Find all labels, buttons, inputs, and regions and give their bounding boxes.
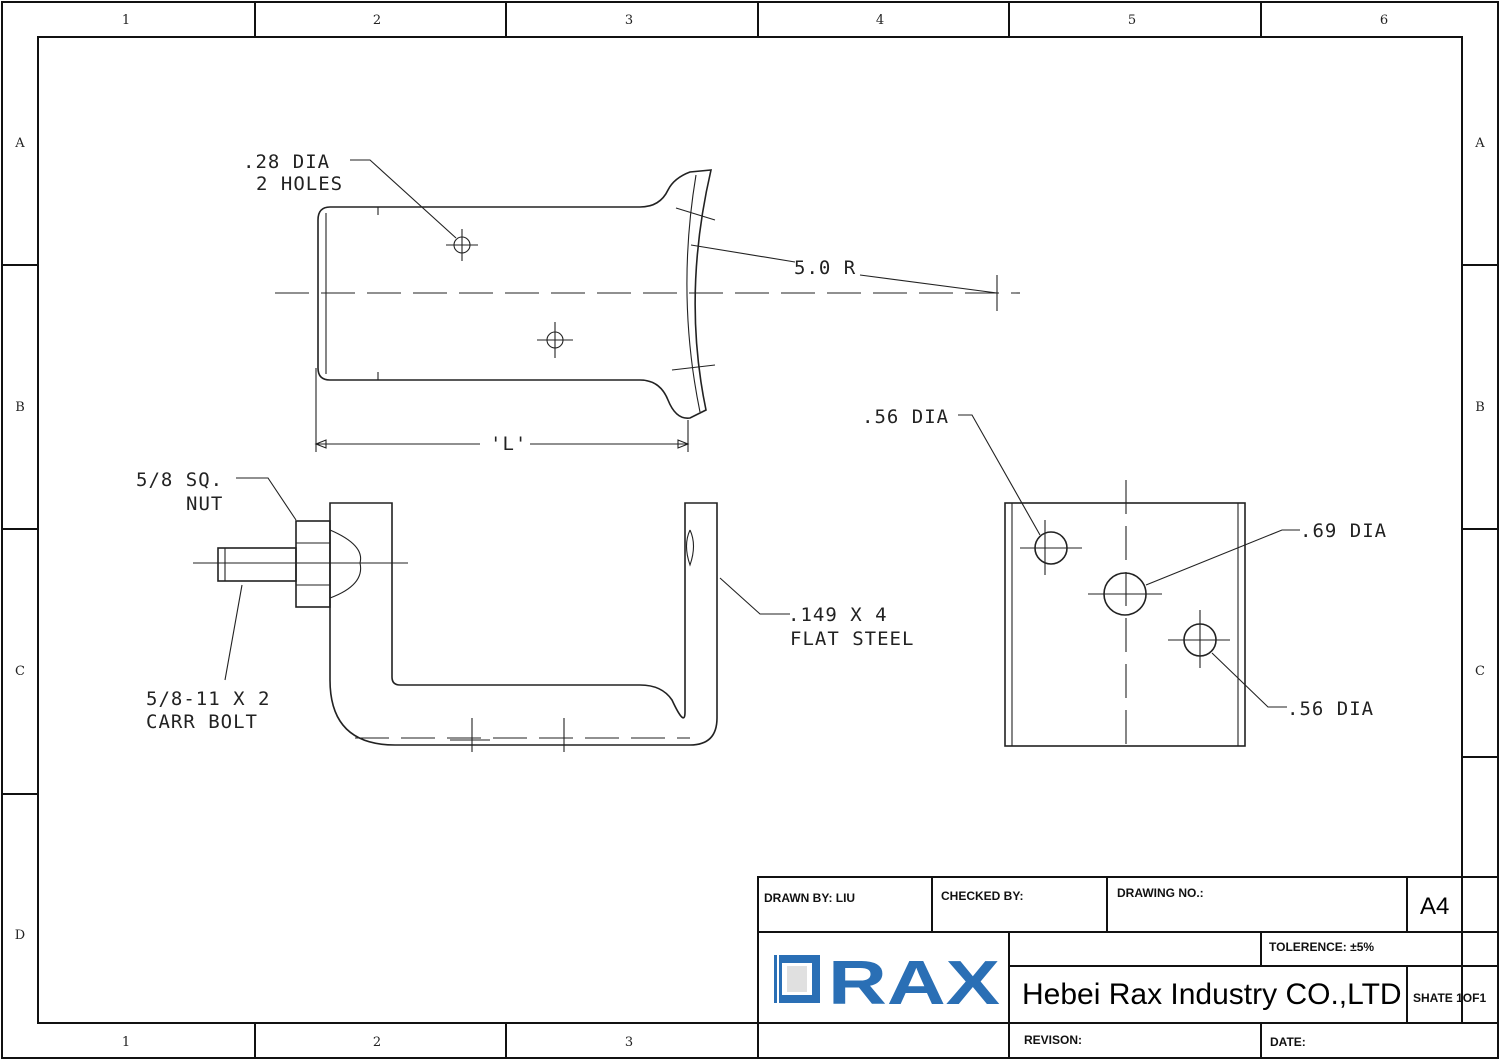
drawing-no: DRAWING NO.:	[1117, 886, 1204, 900]
length-note: 'L'	[490, 433, 527, 455]
nut-note-2: NUT	[186, 493, 223, 515]
zone-col-1: 1	[122, 13, 130, 28]
steel-note-1: .149 X 4	[788, 604, 888, 626]
plate-view	[958, 414, 1300, 755]
zone-row-a-right: A	[1474, 136, 1485, 151]
steel-note-2: FLAT STEEL	[790, 628, 914, 650]
zone-col-1-bottom: 1	[122, 1035, 130, 1050]
radius-note: 5.0 R	[794, 257, 856, 279]
title-block: DRAWN BY: LIU CHECKED BY: DRAWING NO.: A…	[757, 876, 1499, 1059]
plate-dia-center-note: .69 DIA	[1300, 520, 1387, 542]
nut-note-1: 5/8 SQ.	[136, 469, 223, 491]
zone-col-3-bottom: 3	[625, 1035, 633, 1050]
zone-col-4: 4	[876, 13, 884, 28]
zone-row-d: D	[15, 928, 25, 943]
rax-logo: RAX	[774, 949, 1000, 1018]
drawn-by: DRAWN BY: LIU	[764, 891, 855, 905]
date: DATE:	[1270, 1035, 1306, 1049]
bolt-note-1: 5/8-11 X 2	[146, 688, 270, 710]
side-view	[193, 477, 790, 752]
zone-col-3: 3	[625, 13, 633, 28]
zone-col-2: 2	[373, 13, 381, 28]
holes-count-note: 2 HOLES	[256, 173, 343, 195]
paper-size: A4	[1420, 893, 1449, 920]
top-view	[275, 159, 1020, 452]
zone-row-b: B	[15, 400, 25, 415]
checked-by: CHECKED BY:	[941, 889, 1023, 903]
zone-row-a: A	[14, 136, 25, 151]
zone-col-6: 6	[1380, 13, 1388, 28]
zone-col-5: 5	[1128, 13, 1136, 28]
zone-row-b-right: B	[1475, 400, 1485, 415]
zone-row-c-right: C	[1475, 664, 1485, 679]
company-name: Hebei Rax Industry CO.,LTD	[1022, 978, 1402, 1011]
plate-dia-bottom-note: .56 DIA	[1287, 698, 1374, 720]
logo-text: RAX	[828, 949, 1000, 1018]
sheet-number: SHATE 1OF1	[1413, 991, 1486, 1005]
holes-dia-note: .28 DIA	[243, 151, 330, 173]
zone-col-2-bottom: 2	[373, 1035, 381, 1050]
inner-border	[37, 36, 1463, 1024]
revision: REVISON:	[1024, 1033, 1082, 1047]
bolt-note-2: CARR BOLT	[146, 711, 258, 733]
tolerance: TOLERENCE: ±5%	[1269, 940, 1374, 954]
zone-row-c: C	[15, 664, 25, 679]
plate-dia-top-note: .56 DIA	[862, 406, 949, 428]
zone-labels: 1 2 3 4 5 6 1 2 3 A B C D A B C	[14, 13, 1485, 1050]
